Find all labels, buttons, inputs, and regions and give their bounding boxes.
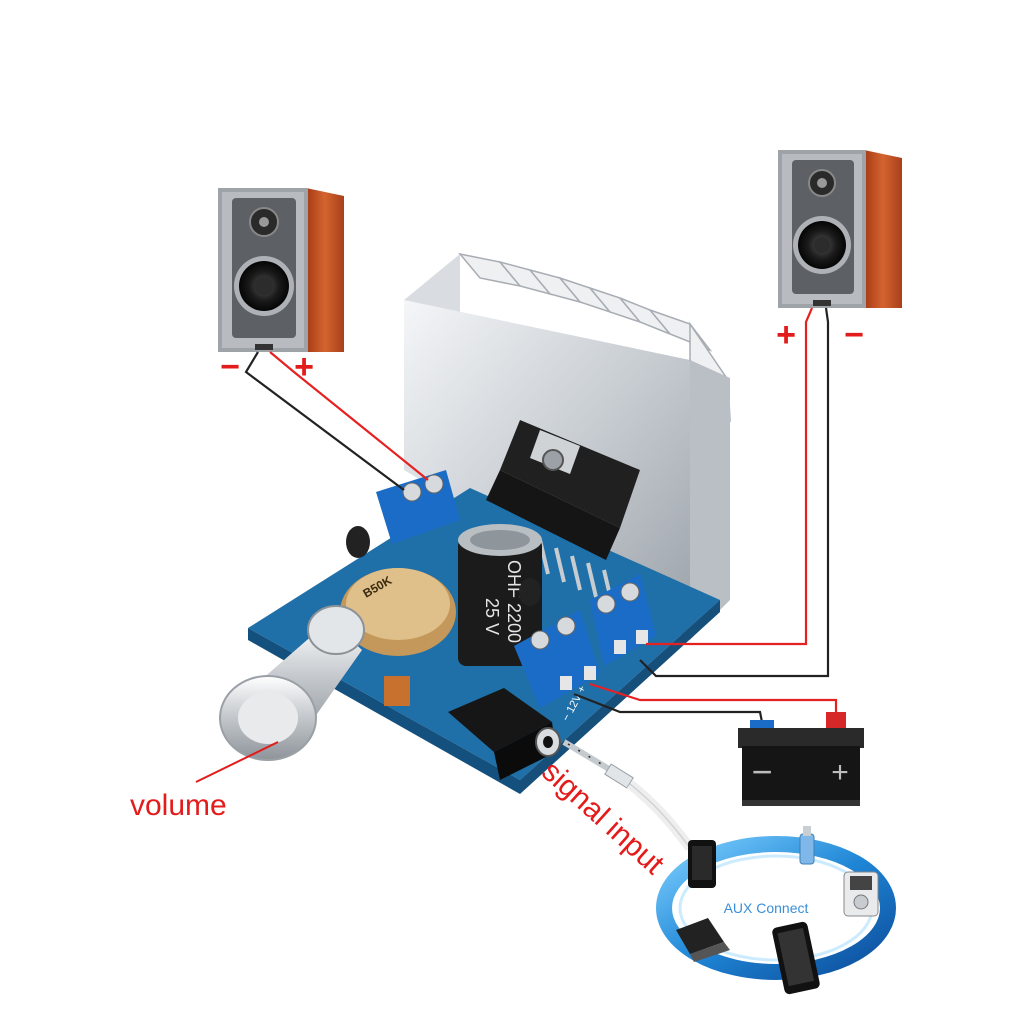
potentiometer: B50K: [340, 568, 456, 706]
battery-minus-label: −: [751, 751, 772, 792]
smartphone-icon: [688, 840, 716, 888]
small-capacitor: [346, 526, 370, 558]
ipod-icon: [843, 871, 879, 917]
wire-right-speaker-black: [639, 307, 830, 678]
right-speaker-icon: [778, 150, 902, 308]
wire-left-speaker-red: [269, 351, 429, 481]
aux-cable: [562, 739, 695, 851]
wire-battery-red: [589, 682, 838, 714]
wire-left-speaker-black: [244, 351, 405, 491]
laptop-icon: [676, 918, 730, 962]
wire-right-speaker-red: [646, 307, 814, 646]
left-speaker-icon: [218, 188, 344, 352]
battery-plus-label: +: [831, 756, 849, 789]
amplifier-board: OHF 2200 25 V B50K: [219, 252, 731, 794]
capacitor-marking-1: OHF 2200: [504, 560, 524, 643]
speaker-terminal-right: [590, 574, 656, 666]
right-speaker-minus-label: −: [844, 316, 864, 354]
left-speaker-minus-label: −: [220, 348, 240, 386]
wires: [195, 307, 838, 783]
battery-icon: [738, 712, 864, 806]
aux-connect-label: AUX Connect: [724, 900, 809, 916]
volume-pointer-line: [195, 741, 279, 783]
capacitor-marking-2: 25 V: [482, 598, 502, 635]
capacitor: OHF 2200 25 V: [458, 524, 542, 666]
volume-knob-icon[interactable]: [219, 605, 365, 761]
wire-battery-black: [573, 692, 764, 723]
volume-label: volume: [130, 789, 227, 822]
right-speaker-plus-label: +: [776, 316, 796, 354]
audio-jack-icon: [448, 688, 561, 780]
power-terminal: − 12V +: [514, 610, 600, 723]
signal-input-label: signal input: [535, 755, 670, 882]
aux-connect-ring: AUX Connect: [656, 826, 896, 995]
speaker-terminal-left: [376, 470, 460, 544]
small-capacitor: [519, 578, 541, 606]
tablet-icon: [772, 921, 820, 995]
usb-icon: [799, 826, 815, 865]
